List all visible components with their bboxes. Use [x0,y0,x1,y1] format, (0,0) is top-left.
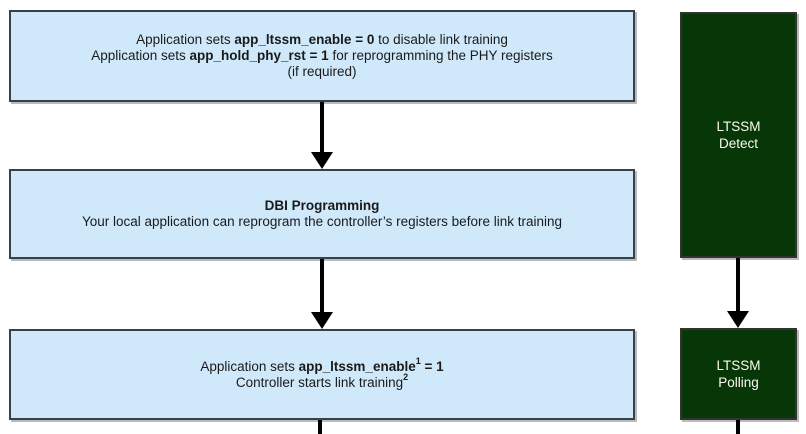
process-box-dbi-programming: DBI Programming Your local application c… [9,169,635,259]
footnote-marker-1: 1 [415,356,421,366]
process-box1-line1: Application sets app_ltssm_enable = 0 to… [136,32,508,47]
ltssm-arrow-icon [727,258,749,328]
flow-connector-line-bottom-right [736,420,740,434]
flow-arrow-1-icon [311,102,333,169]
ltssm-state-detect: LTSSM Detect [680,12,797,258]
ltssm-detect-line2: Detect [718,136,759,151]
process-box3-line1: Application sets app_ltssm_enable1 = 1 [200,356,444,374]
arrow-stem [320,102,324,152]
flow-connector-line-bottom-left [318,420,322,434]
arrow-head [727,311,749,328]
arrow-head [311,152,333,169]
process-box2-title: DBI Programming [264,198,380,213]
footnote-marker-2: 2 [403,372,409,382]
ltssm-state-polling: LTSSM Polling [680,328,797,420]
arrow-stem [736,258,740,311]
arrow-stem [320,259,324,312]
process-box1-line3: (if required) [287,64,357,79]
flow-arrow-2-icon [311,259,333,329]
process-box2-body: Your local application can reprogram the… [81,214,562,229]
ltssm-detect-line1: LTSSM [716,119,761,134]
arrow-head [311,312,333,329]
ltssm-polling-line2: Polling [718,375,759,390]
process-box3-line2: Controller starts link training2 [235,372,409,390]
process-box-disable-link-training: Application sets app_ltssm_enable = 0 to… [9,10,635,102]
ltssm-polling-line1: LTSSM [716,358,761,373]
process-box-enable-link-training: Application sets app_ltssm_enable1 = 1 C… [9,329,635,420]
process-box1-line2: Application sets app_hold_phy_rst = 1 fo… [91,48,553,63]
